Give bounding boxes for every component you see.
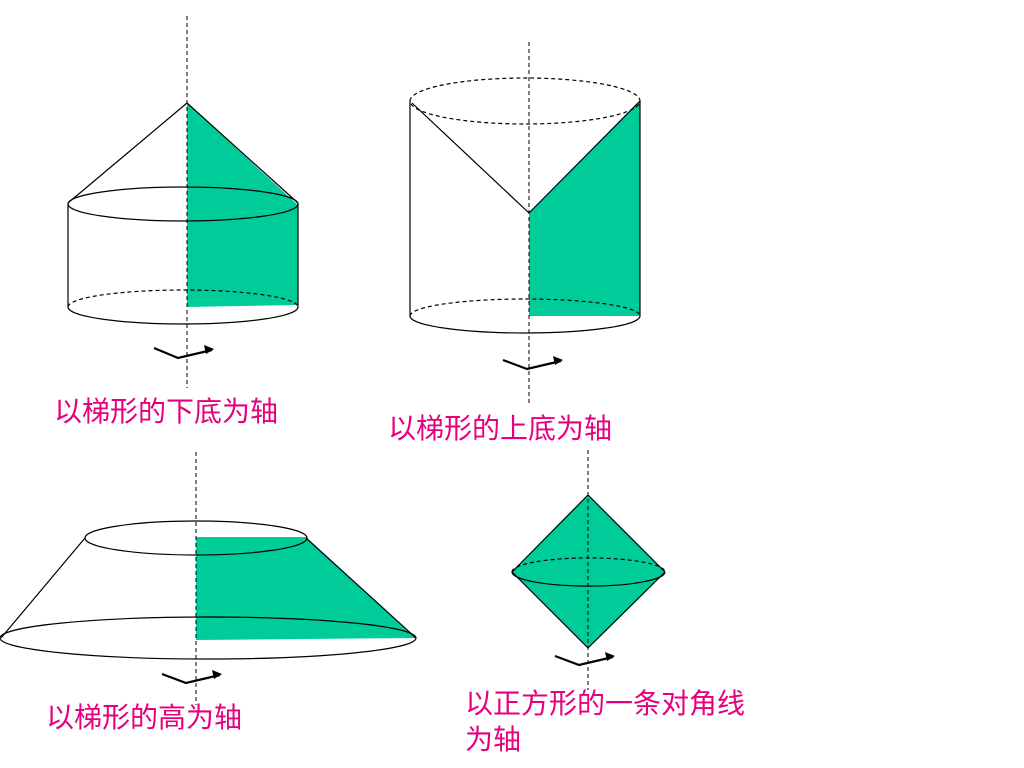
half-section-fill [187,103,298,307]
half-section-fill [196,537,416,640]
double-cone-edge-ul [511,494,589,573]
rotation-arrow-icon [502,358,562,371]
bottom-ellipse-back [409,298,641,317]
frustum-left-edge [0,537,86,639]
bottom-ellipse-front [409,315,641,334]
cone-right-edge [186,102,299,204]
frustum-right-edge [305,537,417,639]
bottom-ellipse-back [67,289,299,308]
rotation-arrow-icon [554,654,614,667]
caption-figure-3: 以梯形的高为轴 [46,701,243,734]
arrowhead-icon [605,652,615,661]
half-section-fill [529,101,640,316]
rotation-arrow-icon [153,346,213,360]
arrowhead-icon [212,670,222,679]
figure-double-cone [511,450,666,690]
cone-left-edge [67,102,188,204]
figure-cylinder-cone [67,16,299,388]
double-cone-edge-ll [511,571,589,649]
hollow-right-edge [528,100,641,214]
figure-cylinder-hollow-cone [409,42,641,405]
figure-frustum [0,452,417,705]
double-cone-edge-lr [587,571,666,649]
top-ellipse-dashed [409,77,641,125]
hollow-left-edge [411,102,530,214]
caption-figure-1: 以梯形的下底为轴 [54,395,279,428]
caption-figure-2: 以梯形的上底为轴 [388,412,613,445]
bottom-ellipse-front [67,306,299,325]
double-cone-edge-ur [587,494,666,573]
arrowhead-icon [553,356,563,365]
arrowhead-icon [204,345,214,354]
caption-figure-4: 以正方形的一条对角线为轴 [465,687,746,756]
rotation-arrow-icon [161,672,221,685]
